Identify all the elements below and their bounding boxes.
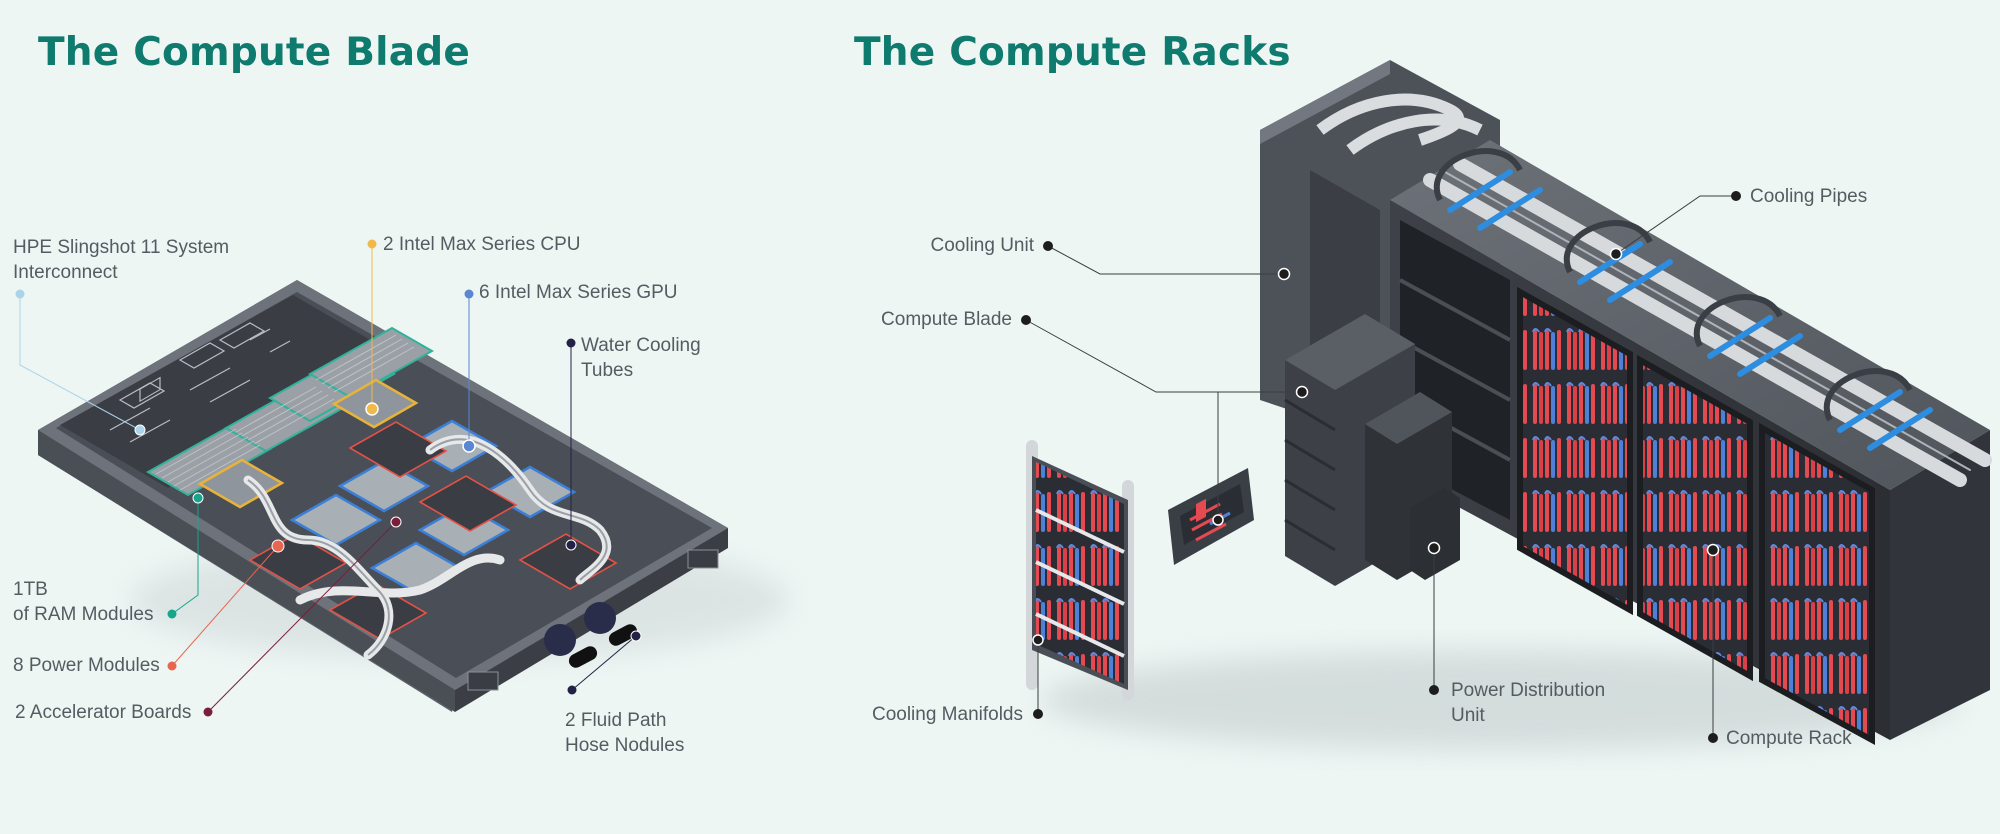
callout-gpu: 6 Intel Max Series GPU [479,282,678,303]
callout-fluid-path-hose: 2 Fluid Path Hose Nodules [565,710,685,756]
callout-cooling-manifolds: Cooling Manifolds [871,704,1023,725]
callout-water-cooling-tubes: Water Cooling Tubes [581,335,701,381]
racks-title: The Compute Racks [854,30,1291,75]
callout-cooling-unit: Cooling Unit [930,235,1035,256]
callout-accelerator-boards: 2 Accelerator Boards [15,702,192,723]
compute-blade-drawing [15,239,790,717]
callout-compute-rack: Compute Rack [1726,728,1852,749]
compute-racks-drawing [1021,60,1992,750]
callout-cpu: 2 Intel Max Series CPU [383,234,581,255]
callout-ram-modules: 1TB of RAM Modules [13,579,154,625]
callout-cooling-pipes: Cooling Pipes [1750,186,1868,207]
callout-slingshot-interconnect: HPE Slingshot 11 System Interconnect [13,237,230,283]
blade-title: The Compute Blade [38,30,470,75]
callout-compute-blade: Compute Blade [881,309,1012,330]
callout-power-distribution-unit: Power Distribution Unit [1451,680,1606,726]
callout-power-modules: 8 Power Modules [13,655,160,676]
